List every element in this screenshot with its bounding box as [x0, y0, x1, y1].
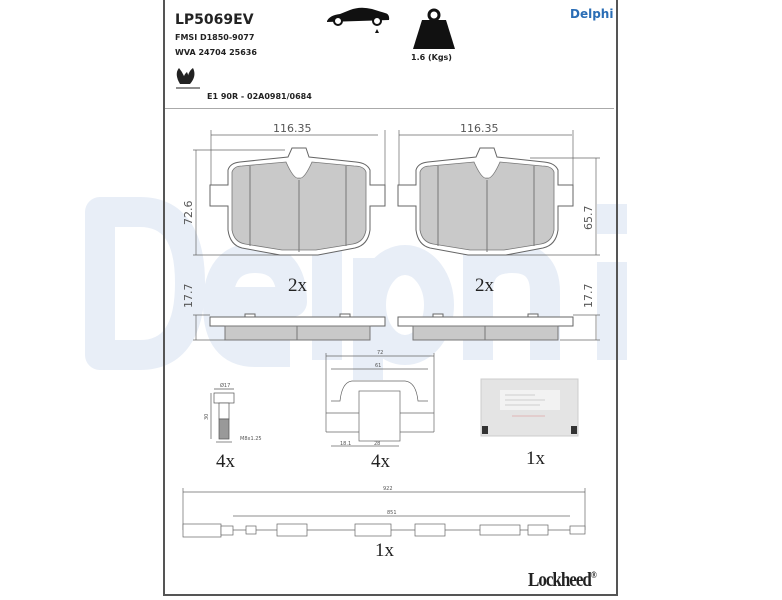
registered-mark: ® — [590, 570, 597, 581]
brake-pad-right-front-view — [397, 147, 574, 256]
dim-height-left: 72.6 — [182, 201, 195, 226]
approval-code: E1 90R - 02A0981/0684 — [207, 92, 312, 101]
dim-thickness-left: 17.7 — [182, 284, 195, 309]
dim-width-right: 116.35 — [460, 122, 499, 135]
lockheed-logo: Lockheed® — [528, 568, 597, 592]
bolt-qty: 4x — [216, 451, 235, 472]
brake-pad-right-side-view — [397, 313, 574, 341]
clip-overall: 72 — [377, 350, 383, 356]
sensor-qty: 1x — [375, 540, 394, 561]
eco-leaf-icon — [176, 68, 200, 89]
part-number: LP5069EV — [175, 12, 254, 28]
bolt-dia: Ø17 — [220, 382, 230, 389]
sensor-inner: 851 — [387, 510, 397, 516]
sachet-qty: 1x — [526, 448, 545, 469]
bolt-drawing — [210, 388, 235, 443]
dim-height-right: 65.7 — [582, 206, 595, 231]
pad-qty-left: 2x — [288, 275, 307, 296]
lockheed-brand: Lockheed — [528, 568, 592, 591]
brake-pad-left-front-view — [209, 147, 386, 256]
sheet-frame — [163, 0, 618, 596]
wear-sensor-drawing — [182, 488, 586, 538]
clip-offset: 18.1 — [340, 441, 351, 447]
car-rear-axle-icon — [327, 7, 390, 33]
grease-sachet-image — [480, 378, 579, 437]
bolt-length: 30 — [204, 414, 210, 420]
pad-qty-right: 2x — [475, 275, 494, 296]
clip-drawing — [325, 353, 435, 447]
fmsi-code: FMSI D1850-9077 — [175, 33, 255, 42]
header-divider — [165, 108, 614, 109]
sensor-overall: 922 — [383, 486, 393, 492]
clip-inner: 61 — [375, 363, 381, 369]
clip-width: 28 — [374, 441, 380, 447]
weight-icon — [413, 8, 455, 49]
weight-label: 1.6 (Kgs) — [411, 53, 452, 62]
dim-thickness-right: 17.7 — [582, 284, 595, 309]
wva-code: WVA 24704 25636 — [175, 48, 257, 57]
clip-qty: 4x — [371, 451, 390, 472]
bolt-thread: M8x1.25 — [240, 436, 262, 442]
brake-pad-left-side-view — [209, 313, 386, 341]
delphi-logo: Delphi — [570, 7, 614, 21]
dim-width-left: 116.35 — [273, 122, 312, 135]
